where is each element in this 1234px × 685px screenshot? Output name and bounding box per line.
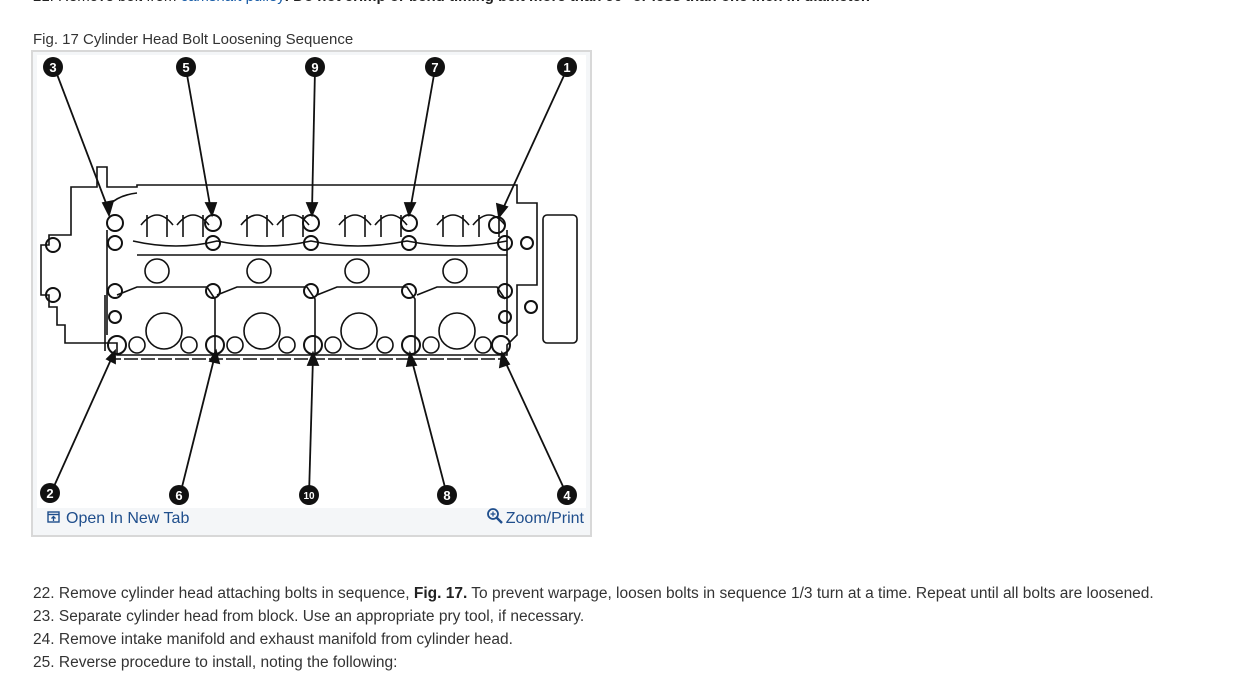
step-24: 24. Remove intake manifold and exhaust m… [33,631,513,648]
cylinder-head-diagram[interactable]: 3 5 9 7 1 2 6 10 8 4 [37,55,586,508]
callout-10: 10 [299,485,319,505]
external-tab-icon [47,510,60,528]
callout-5: 5 [176,57,196,77]
svg-text:1: 1 [563,60,570,75]
camshaft-pulley-link[interactable]: camshaft pulley [181,0,285,5]
callout-8: 8 [437,485,457,505]
step-23: 23. Separate cylinder head from block. U… [33,608,585,625]
callout-3: 3 [43,57,63,77]
svg-text:10: 10 [303,491,315,502]
callout-7: 7 [425,57,445,77]
callout-2: 2 [40,483,60,503]
callout-1: 1 [557,57,577,77]
zoom-print-label: Zoom/Print [505,509,584,527]
svg-text:2: 2 [46,486,53,501]
svg-text:3: 3 [49,60,56,75]
figure-caption: Fig. 17 Cylinder Head Bolt Loosening Seq… [33,31,354,48]
cylinder-head-drawing: 3 5 9 7 1 2 6 10 8 4 [40,57,578,505]
procedure-steps: 22. Remove cylinder head attaching bolts… [33,582,1154,674]
callout-9: 9 [305,57,325,77]
svg-text:9: 9 [311,60,318,75]
figure-frame: 3 5 9 7 1 2 6 10 8 4 Open In New Tab [31,50,592,537]
svg-text:8: 8 [443,488,450,503]
figure-footer: Open In New Tab Zoom/Print [33,505,590,535]
open-in-new-tab-link[interactable]: Open In New Tab [47,510,189,528]
figure-reference: Fig. 17. [413,585,468,602]
callout-6: 6 [169,485,189,505]
zoom-print-link[interactable]: Zoom/Print [486,507,584,530]
svg-text:5: 5 [182,60,189,75]
svg-text:7: 7 [431,60,438,75]
magnifier-plus-icon [486,507,504,530]
previous-step-warning: . Do not crimp or bend timing belt more … [285,0,870,5]
svg-text:6: 6 [175,488,182,503]
callout-4: 4 [557,485,577,505]
step-22: 22. Remove cylinder head attaching bolts… [33,585,1154,602]
previous-step-prefix: 21. Remove bolt from [33,0,181,5]
open-in-new-tab-label: Open In New Tab [66,510,190,527]
svg-text:4: 4 [563,488,571,503]
previous-step-text: 21. Remove bolt from camshaft pulley. Do… [33,0,870,6]
step-25: 25. Reverse procedure to install, noting… [33,654,398,671]
